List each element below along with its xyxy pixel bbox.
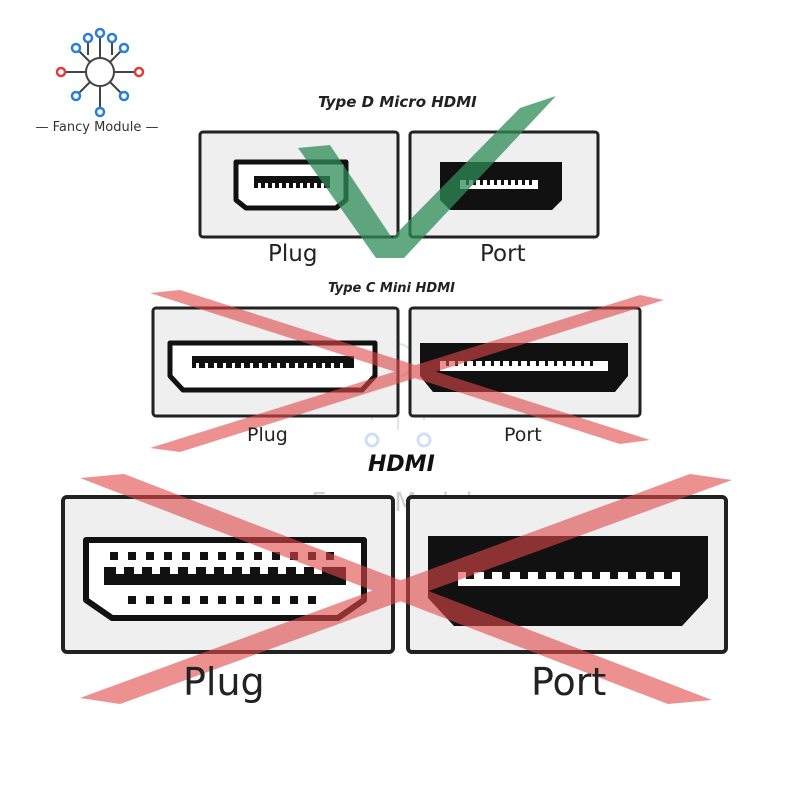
mini-hdmi-heading: Type C Mini HDMI — [328, 281, 455, 296]
micro-hdmi-heading: Type D Micro HDMI — [318, 93, 477, 111]
hdmi-heading: HDMI — [368, 452, 435, 477]
mini-cross-mark-icon — [150, 290, 664, 452]
micro-plug-label: Plug — [268, 241, 318, 267]
logo-text: — Fancy Module — — [35, 120, 159, 135]
check-mark-icon — [298, 96, 556, 258]
micro-port-label: Port — [480, 241, 526, 267]
mini-port-label: Port — [504, 424, 542, 446]
mini-plug-label: Plug — [247, 424, 288, 446]
hdmi-port-label: Port — [531, 660, 607, 704]
hdmi-plug-label: Plug — [183, 660, 265, 704]
hdmi-cross-mark-icon — [80, 474, 732, 704]
